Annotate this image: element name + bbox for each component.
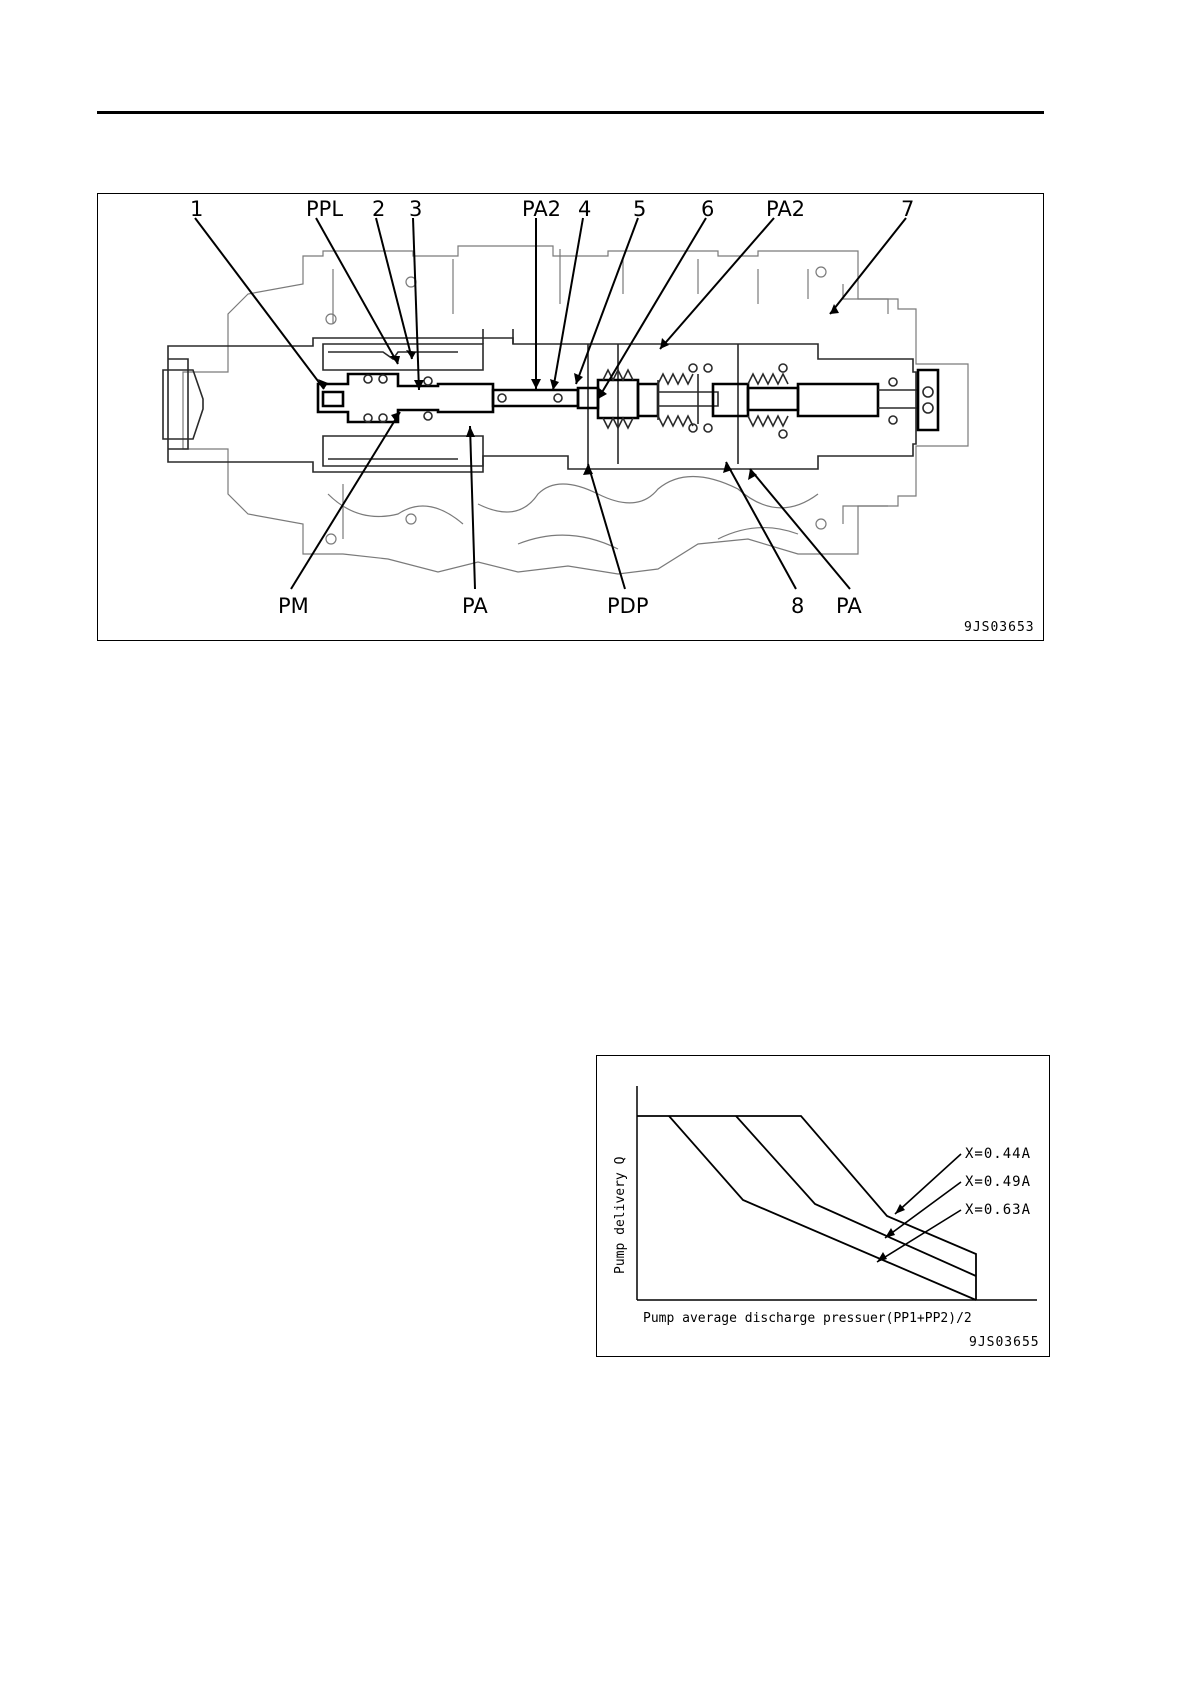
callout-line-0-44a (895, 1154, 961, 1214)
valve-section-drawing: 1 PPL 2 3 PA2 4 5 6 PA2 7 PM PA PDP 8 PA… (98, 194, 1045, 642)
label-1: 1 (190, 197, 203, 221)
label-ppl: PPL (306, 197, 343, 221)
x-axis-label: Pump average discharge pressuer(PP1+PP2)… (643, 1311, 972, 1326)
label-pa-right: PA (836, 594, 862, 618)
header-rule (97, 111, 1044, 114)
figure-code-1: 9JS03653 (964, 620, 1035, 635)
label-pdp: PDP (607, 594, 649, 618)
valve-section-figure: 1 PPL 2 3 PA2 4 5 6 PA2 7 PM PA PDP 8 PA… (97, 193, 1044, 641)
y-axis-label: Pump delivery Q (613, 1156, 628, 1274)
callout-line-0-49a (885, 1182, 961, 1238)
label-7: 7 (901, 197, 914, 221)
figure-code-2: 9JS03655 (969, 1335, 1040, 1350)
label-pa2-left: PA2 (522, 197, 561, 221)
callout-arrow-0-49a (885, 1228, 895, 1238)
spool (318, 364, 938, 438)
label-5: 5 (633, 197, 646, 221)
curve-x-0-49a (736, 1116, 976, 1276)
curve-label-0-44a: X=0.44A (965, 1146, 1031, 1162)
pump-characteristic-graph: X=0.44A X=0.49A X=0.63A Pump delivery Q … (597, 1056, 1051, 1358)
label-pa-left: PA (462, 594, 488, 618)
label-6: 6 (701, 197, 714, 221)
label-pm: PM (278, 594, 309, 618)
valve-body (163, 329, 916, 472)
label-pa2-right: PA2 (766, 197, 805, 221)
label-2: 2 (372, 197, 385, 221)
curve-label-0-49a: X=0.49A (965, 1174, 1031, 1190)
curve-label-0-63a: X=0.63A (965, 1202, 1031, 1218)
leader-lines (195, 218, 906, 589)
pump-characteristic-figure: X=0.44A X=0.49A X=0.63A Pump delivery Q … (596, 1055, 1050, 1357)
housing-outline (183, 246, 968, 574)
label-4: 4 (578, 197, 591, 221)
label-3: 3 (409, 197, 422, 221)
label-8: 8 (791, 594, 804, 618)
